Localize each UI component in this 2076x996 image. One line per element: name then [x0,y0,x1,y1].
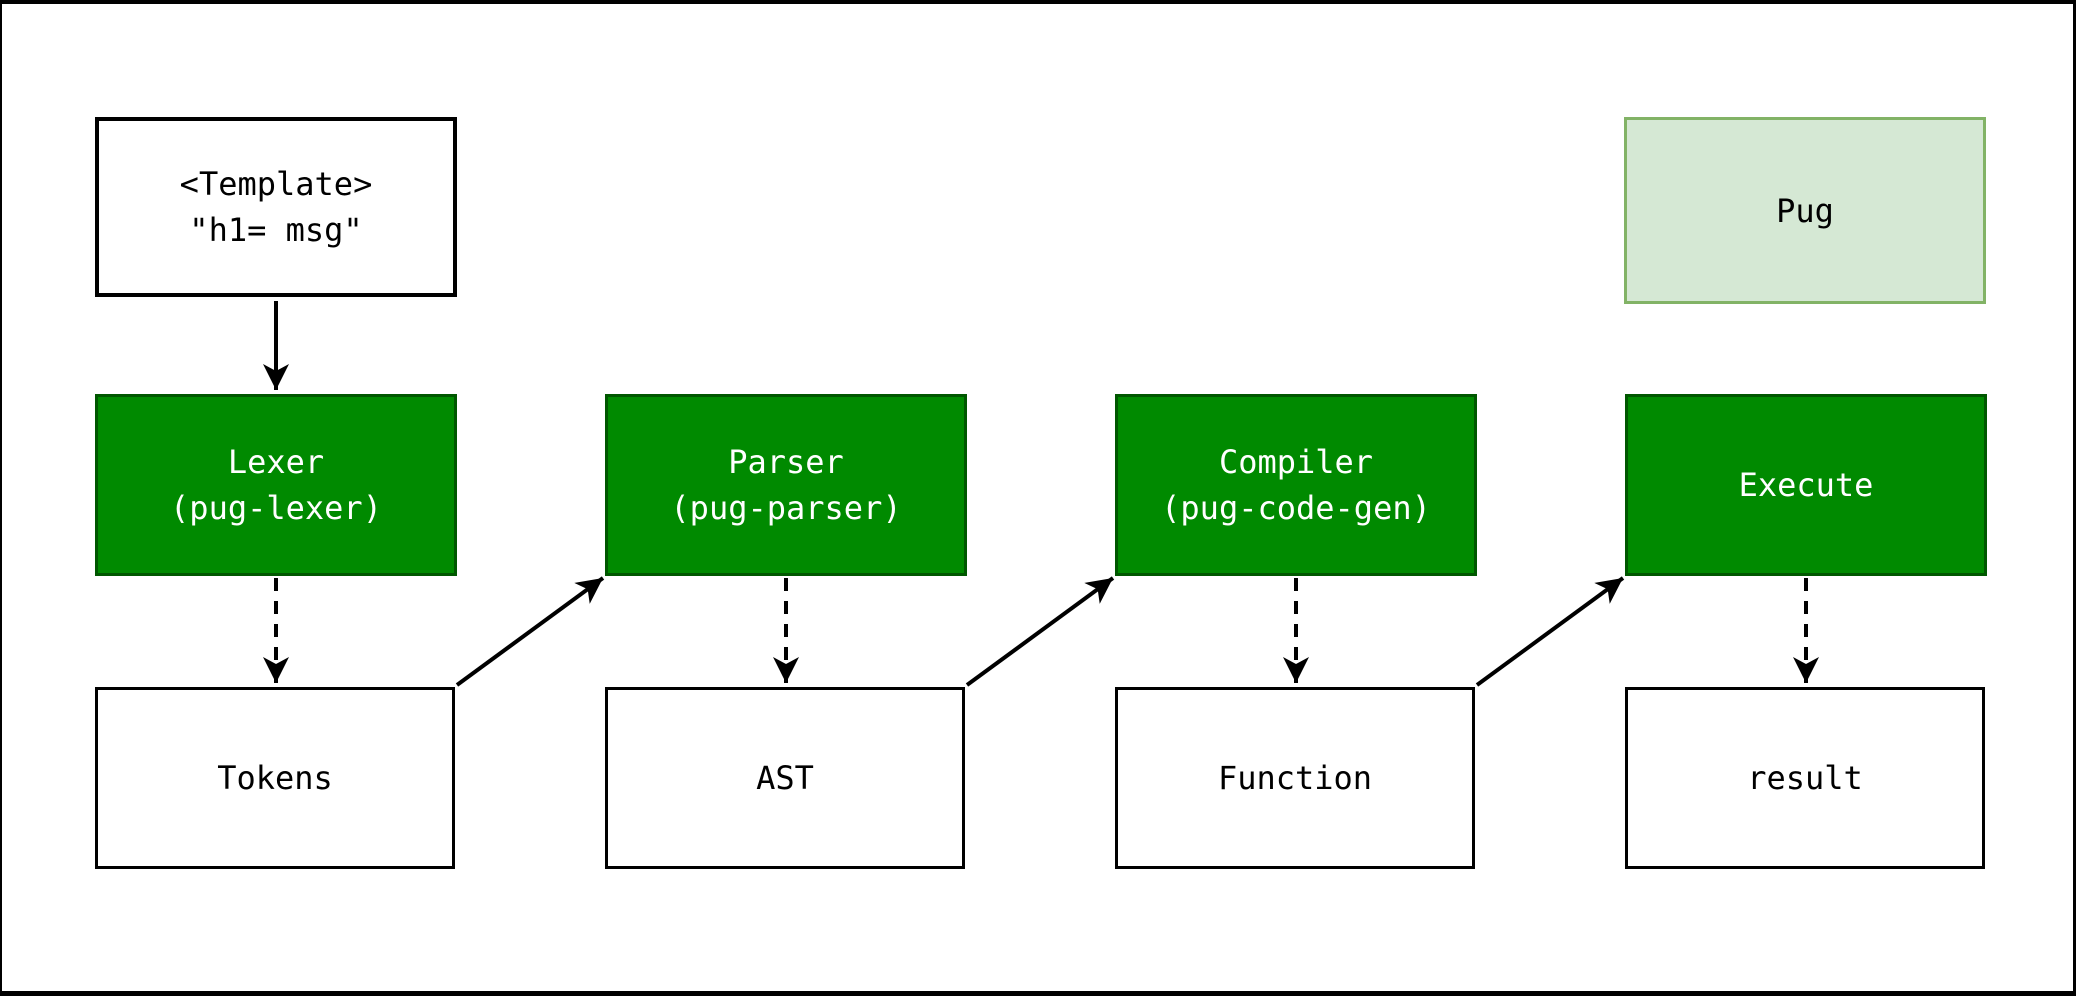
arrow-ast-to-compiler [965,576,1115,687]
lexer-subtitle: (pug-lexer) [170,489,382,527]
execute-title: Execute [1738,466,1874,504]
node-pug: Pug [1624,117,1986,304]
node-execute: Execute [1625,394,1987,576]
node-ast: AST [605,687,965,869]
tokens-label: Tokens [217,759,333,797]
parser-subtitle: (pug-parser) [670,489,902,527]
node-tokens: Tokens [95,687,455,869]
arrow-tokens-to-parser [455,576,605,687]
parser-title: Parser [728,443,844,481]
template-line2: "h1= msg" [189,211,363,249]
compiler-subtitle: (pug-code-gen) [1161,489,1431,527]
node-result: result [1625,687,1985,869]
node-template: <Template> "h1= msg" [95,117,457,297]
node-lexer: Lexer (pug-lexer) [95,394,457,576]
node-parser: Parser (pug-parser) [605,394,967,576]
compiler-title: Compiler [1218,443,1374,481]
pug-label: Pug [1776,191,1834,230]
template-line1: <Template> [179,165,373,203]
function-label: Function [1217,759,1373,797]
arrow-function-to-execute [1475,576,1625,687]
ast-label: AST [756,759,814,797]
result-label: result [1747,759,1863,797]
node-function: Function [1115,687,1475,869]
lexer-title: Lexer [227,443,325,481]
node-compiler: Compiler (pug-code-gen) [1115,394,1477,576]
